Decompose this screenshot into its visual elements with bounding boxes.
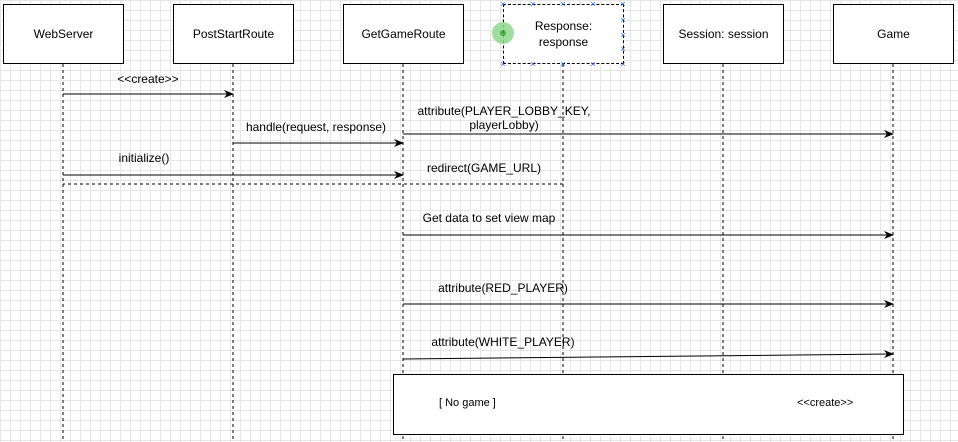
message-redirect-label: redirect(GAME_URL)	[426, 161, 542, 175]
fragment-guard: [ No game ]	[439, 397, 496, 409]
lifeline-getgameroute-label: GetGameRoute	[361, 27, 446, 41]
lifeline-webserver[interactable]: WebServer	[3, 4, 124, 64]
resize-handle-icon[interactable]: ×	[560, 59, 566, 69]
arrow-attr-white[interactable]	[402, 350, 894, 360]
message-attr-lobby-label: attribute(PLAYER_LOBBY_KEY, playerLobby)	[417, 104, 591, 132]
resize-handle-icon[interactable]: ×	[620, 44, 626, 54]
message-attr-white-label: attribute(WHITE_PLAYER)	[431, 335, 575, 349]
resize-handle-icon[interactable]: ×	[560, 0, 566, 9]
rotate-handle-dot	[500, 30, 506, 36]
rotate-handle-icon[interactable]	[492, 22, 514, 44]
lifeline-game[interactable]: Game	[833, 4, 954, 64]
message-initialize-label: initialize()	[118, 151, 170, 165]
resize-handle-icon[interactable]: ×	[500, 59, 506, 69]
resize-handle-icon[interactable]: ×	[590, 59, 596, 69]
resize-handle-icon[interactable]: ×	[620, 30, 626, 40]
lifeline-webserver-label: WebServer	[33, 27, 94, 41]
lifeline-session-label: Session: session	[678, 27, 769, 41]
message-create-label: <<create>>	[117, 72, 179, 86]
lifeline-session[interactable]: Session: session	[663, 4, 784, 64]
lifeline-game-label: Game	[877, 27, 910, 41]
resize-handle-icon[interactable]: ×	[500, 0, 506, 9]
lifeline-getgameroute[interactable]: GetGameRoute	[343, 4, 464, 64]
message-handle-label: handle(request, response)	[245, 120, 387, 134]
fragment-create-label: <<create>>	[797, 397, 854, 409]
message-get-data-label: Get data to set view map	[422, 211, 556, 225]
resize-handle-icon[interactable]: ×	[530, 0, 536, 9]
resize-handle-icon[interactable]: ×	[590, 0, 596, 9]
lifeline-response-label: Response: response	[534, 19, 593, 49]
lifeline-poststartroute[interactable]: PostStartRoute	[173, 4, 294, 64]
alt-fragment[interactable]: [ No game ] <<create>>	[393, 374, 904, 435]
resize-handle-icon[interactable]: ×	[620, 15, 626, 25]
resize-handle-icon[interactable]: ×	[620, 59, 626, 69]
lifeline-response[interactable]: Response: response	[503, 4, 624, 64]
resize-handle-icon[interactable]: ×	[530, 59, 536, 69]
message-attr-red-label: attribute(RED_PLAYER)	[438, 281, 568, 295]
lifeline-poststartroute-label: PostStartRoute	[192, 27, 275, 41]
resize-handle-icon[interactable]: ×	[620, 0, 626, 9]
